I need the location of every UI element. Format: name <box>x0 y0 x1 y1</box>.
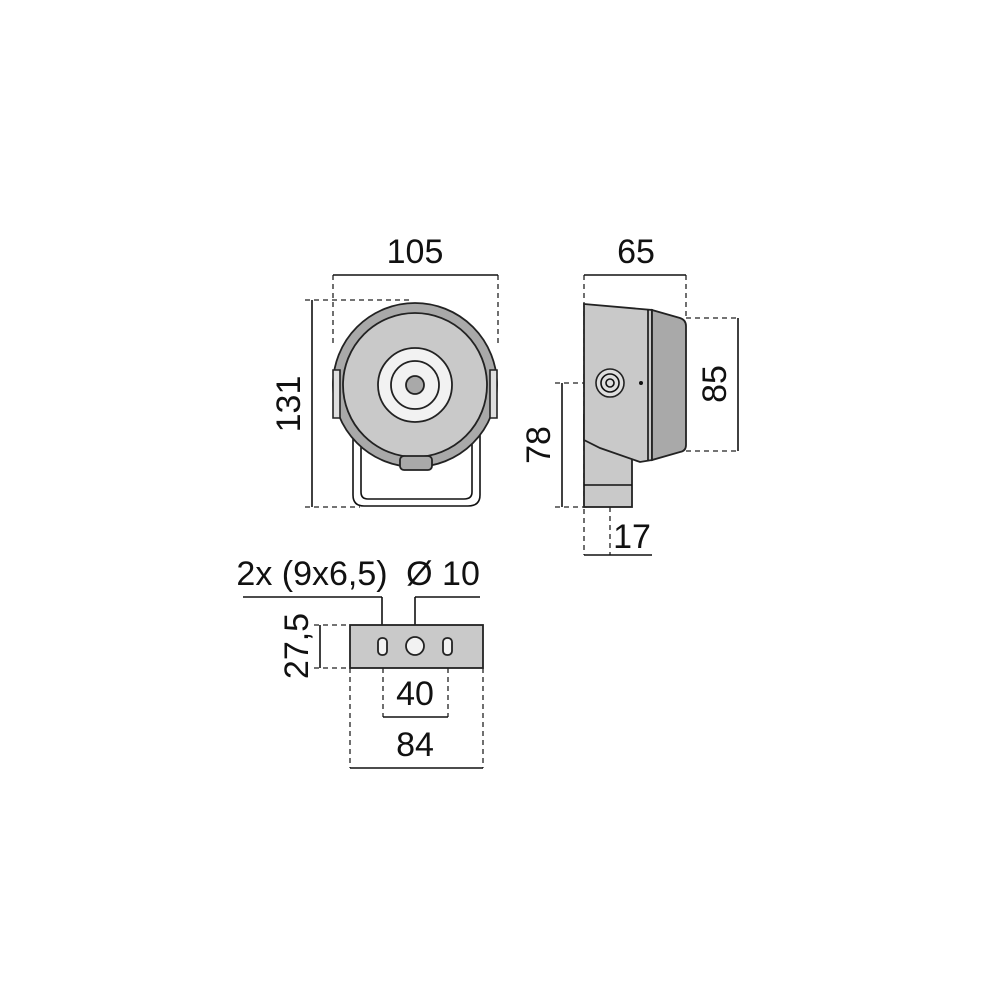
plate-height-label: 27,5 <box>278 613 316 679</box>
plate-width-label: 84 <box>396 726 434 764</box>
front-view: 105 131 <box>270 233 499 508</box>
head-height-label: 85 <box>696 365 734 403</box>
depth-label: 65 <box>617 233 655 271</box>
slot-left <box>377 637 388 656</box>
slot-right <box>442 637 453 656</box>
right-ear <box>489 369 498 419</box>
front-bracket-inner <box>360 438 473 500</box>
bracket-thickness-label: 17 <box>613 518 651 556</box>
slots-label: 2x (9x6,5) <box>236 555 387 593</box>
pivot-knob-center <box>605 378 615 388</box>
pivot-knob-inner <box>600 373 620 393</box>
left-ear <box>332 369 341 419</box>
height-label: 131 <box>270 376 308 433</box>
led-center <box>405 375 425 395</box>
side-head-front <box>651 308 687 462</box>
bracket-height-label: 78 <box>520 426 558 464</box>
bottom-tab <box>399 455 433 471</box>
hole-label: Ø 10 <box>406 555 480 593</box>
pivot-marker <box>639 381 643 385</box>
side-view: 65 85 78 17 <box>520 233 739 556</box>
base-plate-view: 2x (9x6,5) Ø 10 27,5 40 84 <box>236 555 484 769</box>
pivot-knob <box>595 368 625 398</box>
hole-spacing-label: 40 <box>396 675 434 713</box>
width-label: 105 <box>387 233 444 271</box>
center-hole <box>405 636 425 656</box>
front-bracket <box>352 432 481 507</box>
